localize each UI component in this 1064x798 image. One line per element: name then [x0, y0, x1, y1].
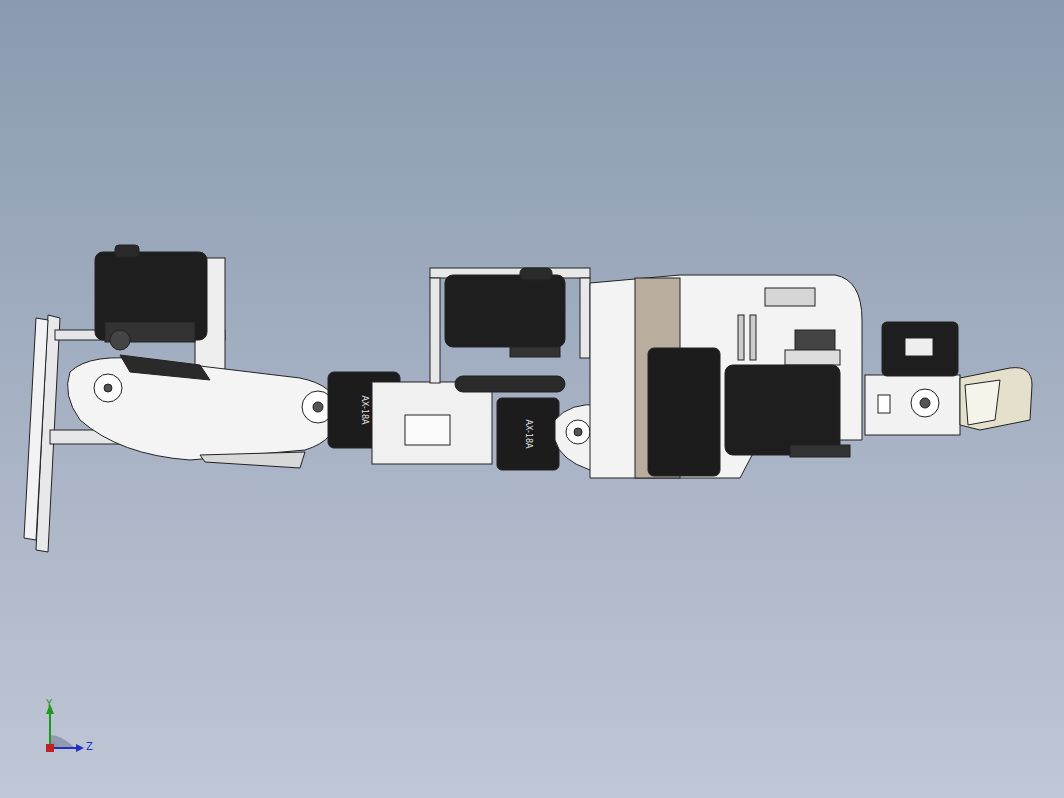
servo-model-label: AX-18A [524, 419, 532, 448]
axis-label: Y [46, 699, 52, 709]
axis-triad [46, 704, 84, 752]
axis-label: Z [86, 742, 93, 752]
servo-model-label: AX-18A [360, 395, 368, 424]
